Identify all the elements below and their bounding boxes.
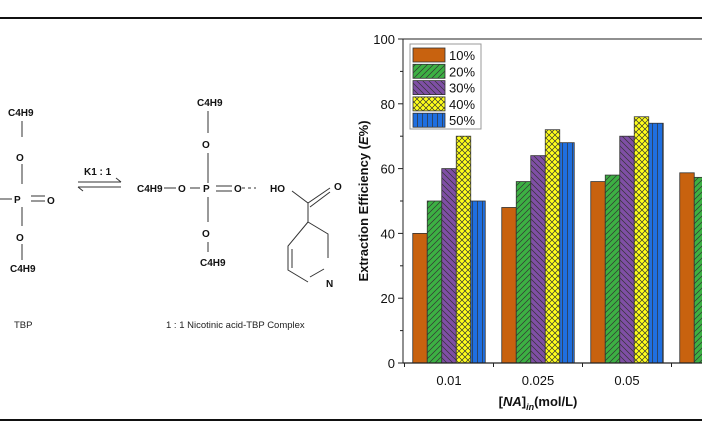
complex-top-alkyl: C4H9: [197, 98, 223, 109]
bar-40%-0.05: [633, 116, 650, 364]
x-tick-label: 0.01: [436, 373, 461, 388]
tbp-bottom-alkyl: C4H9: [10, 264, 36, 275]
y-tick-label: 80: [381, 97, 395, 112]
bar-50%-0.01: [470, 200, 486, 364]
bar-10%-0.05: [590, 181, 606, 364]
bar-10%-0.025: [501, 207, 517, 364]
bar-20%-0.01: [426, 200, 443, 364]
legend-swatch-10%: [412, 47, 446, 63]
complex-p: P: [203, 184, 210, 195]
bar-30%-0.025: [530, 155, 546, 364]
legend-label: 30%: [449, 81, 475, 96]
complex-left-alkyl: C4H9: [137, 184, 163, 195]
y-axis-label: Extraction Efficiency (E%): [356, 120, 371, 281]
x-tick-label: 0.025: [522, 373, 555, 388]
bar-20%-0.05: [604, 174, 621, 364]
pyridine-n: N: [326, 279, 333, 290]
reaction-scheme: C4H9 O P O O C4H9 K1 : 1 C4H9 O C4H9 O P…: [0, 98, 342, 331]
complex-bottom-alkyl: C4H9: [200, 258, 226, 269]
tbp-o-top: O: [16, 153, 24, 164]
legend-label: 40%: [449, 97, 475, 112]
legend-label: 50%: [449, 113, 475, 128]
y-tick-label: 40: [381, 226, 395, 241]
equilibrium-constant: K1 : 1: [84, 167, 112, 178]
top-rule: [0, 17, 702, 19]
complex-o-top: O: [202, 140, 210, 151]
bottom-rule: [0, 419, 702, 421]
legend-label: 10%: [449, 48, 475, 63]
x-axis-label: [NA]in(mol/L): [499, 394, 578, 412]
legend-swatch-20%: [412, 63, 446, 79]
tbp-o-bottom: O: [16, 233, 24, 244]
bar-20%-0.025: [515, 181, 532, 364]
carbonyl-o: O: [334, 182, 342, 193]
bar-10%-0.01: [412, 232, 428, 364]
bar-20%-0.1: [693, 176, 702, 364]
bar-10%-0.1: [679, 172, 695, 364]
complex-label: 1 : 1 Nicotinic acid-TBP Complex: [166, 320, 305, 331]
legend-swatch-40%: [412, 96, 446, 112]
complex-o-left: O: [178, 184, 186, 195]
x-tick-label: 0.05: [614, 373, 639, 388]
tbp-o-double: O: [47, 196, 55, 207]
complex-o-double: O: [234, 184, 242, 195]
y-tick-label: 60: [381, 162, 395, 177]
complex-o-bottom: O: [202, 229, 210, 240]
bar-50%-0.05: [648, 122, 664, 364]
tbp-label: TBP: [14, 320, 32, 331]
y-tick-label: 0: [388, 356, 395, 371]
legend-swatch-30%: [412, 80, 446, 95]
hydroxyl: HO: [270, 184, 285, 195]
bar-40%-0.025: [544, 129, 561, 364]
legend-swatch-50%: [412, 112, 446, 128]
bar-40%-0.01: [455, 135, 472, 364]
tbp-top-alkyl: C4H9: [8, 108, 34, 119]
bar-30%-0.05: [619, 135, 635, 364]
y-tick-label: 100: [373, 32, 395, 47]
legend-label: 20%: [449, 64, 475, 79]
bar-30%-0.01: [441, 168, 457, 364]
y-tick-label: 20: [381, 291, 395, 306]
tbp-p: P: [14, 195, 21, 206]
bar-50%-0.025: [559, 142, 575, 364]
